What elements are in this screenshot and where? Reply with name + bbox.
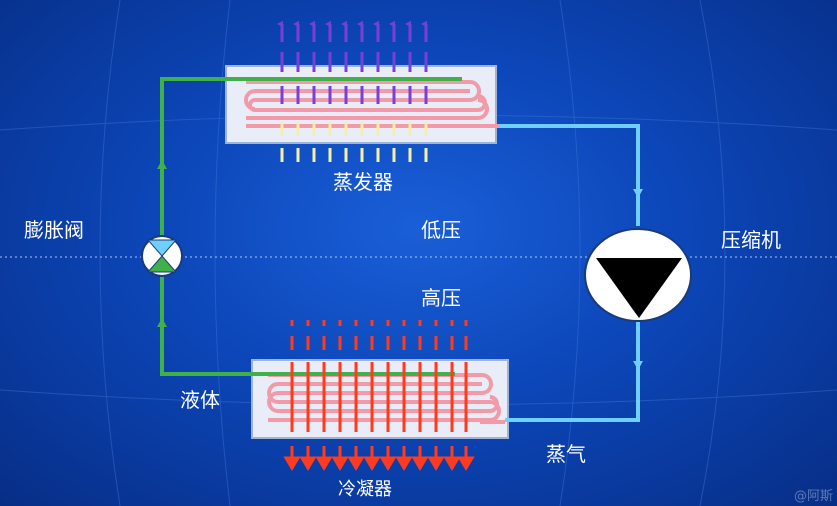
evaporator-coil [244,80,508,128]
condenser-heat-out-arrows [283,446,475,471]
low-pressure-label: 低压 [421,218,461,242]
high-pressure-label: 高压 [421,286,461,310]
expansion-valve-label: 膨胀阀 [24,218,84,242]
condenser-label: 冷凝器 [338,479,392,500]
evaporator-label: 蒸发器 [333,170,393,194]
condenser-heat-dashes [290,320,468,432]
compressor-label: 压缩机 [721,228,781,252]
evaporator-warm-air-in [280,122,428,162]
liquid-label: 液体 [180,388,220,412]
watermark: @阿斯 [793,489,833,504]
evaporator-dashes [280,52,428,104]
condenser-box [251,359,509,439]
expansion-valve-icon [141,235,183,277]
evaporator-cold-air-arrows [277,21,428,42]
vapor-label: 蒸气 [546,442,586,466]
compressor-icon [584,228,692,322]
condenser-coil [267,373,505,424]
